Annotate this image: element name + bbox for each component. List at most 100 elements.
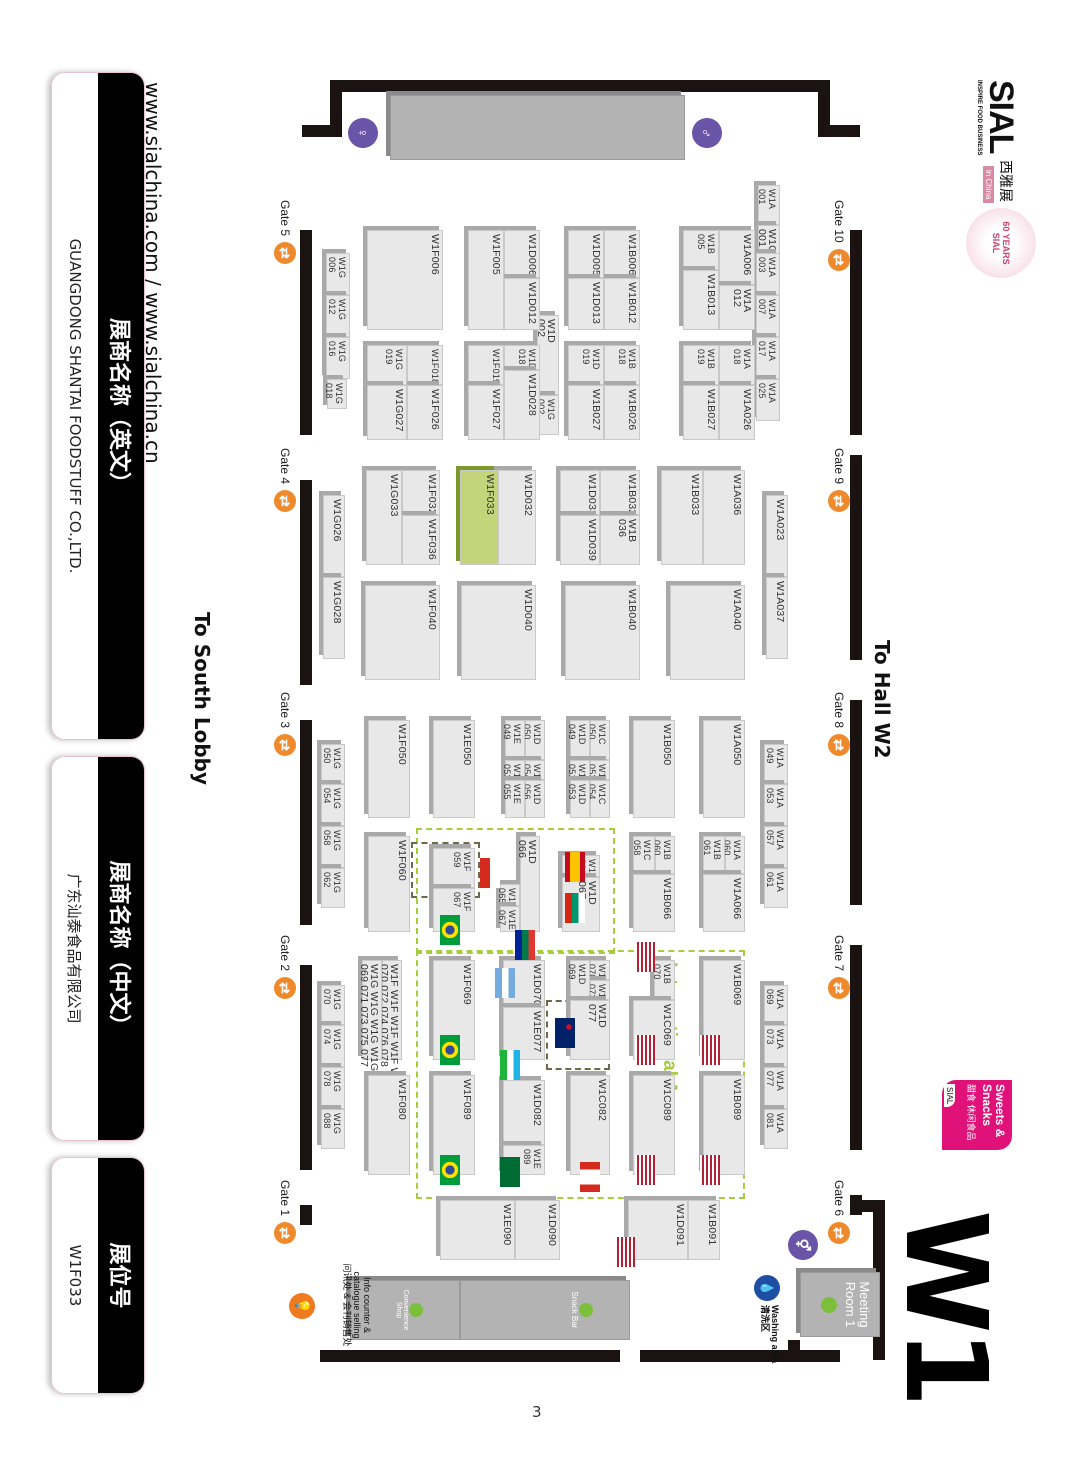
- booth[interactable]: W1E 053: [502, 760, 525, 784]
- booth[interactable]: W1D091: [628, 1200, 688, 1260]
- booth[interactable]: W1E 065: [497, 884, 520, 908]
- booth[interactable]: W1B 060: [652, 836, 675, 874]
- gate-gate-2[interactable]: Gate 2⇄: [274, 935, 296, 1000]
- booth[interactable]: W1A006: [719, 230, 755, 285]
- booth[interactable]: W1B026: [604, 385, 640, 440]
- booth[interactable]: W1F050: [368, 720, 410, 818]
- booth[interactable]: W1A 017: [756, 337, 780, 379]
- gate-gate-10[interactable]: Gate 10⇄: [828, 200, 850, 271]
- booth[interactable]: W1C 072: [587, 980, 610, 1005]
- gate-gate-6[interactable]: Gate 6⇄: [828, 1180, 850, 1245]
- booth[interactable]: W1D032: [498, 470, 536, 565]
- snack-bar[interactable]: Snack Bar: [460, 1280, 630, 1340]
- booth[interactable]: W1B027: [568, 385, 604, 440]
- booth[interactable]: W1F027: [468, 385, 504, 440]
- booth[interactable]: W1A 060: [722, 836, 745, 874]
- booth[interactable]: W1F019: [468, 345, 504, 385]
- booth[interactable]: W1B 036: [600, 515, 640, 565]
- booth[interactable]: W1G026: [323, 495, 345, 577]
- booth[interactable]: W1E 049: [502, 720, 525, 760]
- booth[interactable]: W1C 058: [632, 836, 655, 874]
- booth[interactable]: W1G 018: [324, 379, 347, 409]
- booth[interactable]: W1D 002: [535, 315, 559, 395]
- booth[interactable]: W1D005: [568, 230, 604, 278]
- booth[interactable]: W1A037: [766, 577, 788, 659]
- booth[interactable]: W1A 081: [764, 1109, 788, 1149]
- booth[interactable]: W1B027: [683, 385, 719, 440]
- booth[interactable]: W1F006: [367, 230, 443, 330]
- booth[interactable]: W1G 078: [321, 1067, 345, 1109]
- booth[interactable]: W1D 054: [522, 760, 545, 785]
- booth[interactable]: W1A 025: [756, 379, 780, 421]
- gate-gate-9[interactable]: Gate 9⇄: [828, 448, 850, 513]
- booth[interactable]: W1F018: [407, 345, 443, 385]
- booth[interactable]: W1D012: [504, 278, 540, 330]
- booth[interactable]: W1A 018: [719, 345, 755, 385]
- booth[interactable]: W1C 070: [587, 960, 610, 985]
- booth[interactable]: W1D 018: [504, 345, 540, 370]
- booth[interactable]: W1G 002: [536, 395, 559, 435]
- gate-gate-1[interactable]: Gate 1⇄: [274, 1180, 296, 1245]
- booth[interactable]: W1D 049: [567, 720, 590, 760]
- booth[interactable]: W1B033: [661, 470, 703, 565]
- booth[interactable]: W1C 052: [587, 760, 610, 785]
- booth[interactable]: W1D006: [504, 230, 540, 278]
- booth[interactable]: W1D028: [504, 370, 540, 440]
- booth[interactable]: W1A026: [719, 385, 755, 440]
- booth[interactable]: W1A 012: [719, 285, 755, 330]
- booth[interactable]: W1G 019: [367, 345, 407, 385]
- booth[interactable]: W1G028: [323, 577, 345, 659]
- booth[interactable]: W1D040: [461, 585, 536, 680]
- booth[interactable]: W1D013: [568, 278, 604, 330]
- booth[interactable]: W1C 054: [587, 780, 610, 818]
- booth[interactable]: W1A036: [703, 470, 745, 565]
- booth[interactable]: W1B050: [633, 720, 675, 818]
- booth[interactable]: W1F026: [407, 385, 443, 440]
- booth[interactable]: W1F W1F W1F W1F W1F 070 072 074 076 078: [378, 960, 402, 1090]
- booth[interactable]: W1G 050: [321, 744, 345, 784]
- booth[interactable]: W1B 070: [652, 960, 675, 1000]
- booth[interactable]: W1A 053: [764, 784, 788, 826]
- booth[interactable]: W1A040: [670, 585, 745, 680]
- booth-highlighted[interactable]: W1F033: [460, 470, 498, 565]
- gate-gate-3[interactable]: Gate 3⇄: [274, 692, 296, 757]
- booth[interactable]: W1G033: [366, 470, 402, 565]
- booth[interactable]: W1E 055: [502, 780, 525, 818]
- booth[interactable]: W1G 070: [321, 985, 345, 1025]
- booth[interactable]: W1B 005: [683, 230, 719, 270]
- booth[interactable]: W1E 067: [497, 906, 520, 932]
- booth[interactable]: W1E090: [440, 1200, 515, 1260]
- booth[interactable]: W1F036: [402, 515, 440, 565]
- booth[interactable]: W1G 016: [326, 337, 350, 379]
- booth[interactable]: W1A 069: [764, 985, 788, 1025]
- booth[interactable]: W1A 003: [756, 253, 780, 295]
- booth[interactable]: W1G 058: [321, 826, 345, 868]
- booth[interactable]: W1D 050: [522, 720, 545, 760]
- booth[interactable]: W1D 056: [522, 780, 545, 818]
- booth[interactable]: W1G 006: [326, 253, 350, 295]
- booth[interactable]: W1G 062: [321, 868, 345, 908]
- booth[interactable]: W1B032: [600, 470, 640, 515]
- booth[interactable]: W1D082: [503, 1080, 545, 1145]
- booth[interactable]: W1A 049: [764, 744, 788, 784]
- booth[interactable]: W1D033: [560, 470, 600, 516]
- booth[interactable]: W1F060: [368, 836, 410, 932]
- booth[interactable]: W1F005: [468, 230, 504, 330]
- booth[interactable]: W1D 069: [567, 960, 590, 1000]
- booth[interactable]: W1C 050: [587, 720, 610, 760]
- booth[interactable]: W1B066: [633, 874, 675, 932]
- booth[interactable]: W1F032: [402, 470, 440, 515]
- gate-gate-5[interactable]: Gate 5⇄: [274, 200, 296, 265]
- booth[interactable]: W1A 077: [764, 1067, 788, 1109]
- booth[interactable]: W1B091: [688, 1200, 720, 1260]
- booth[interactable]: W1A050: [703, 720, 745, 818]
- booth[interactable]: W1C082: [570, 1075, 610, 1175]
- booth[interactable]: W1A 073: [764, 1025, 788, 1067]
- booth[interactable]: W1E050: [433, 720, 475, 818]
- booth[interactable]: W1D 053: [567, 780, 590, 818]
- booth[interactable]: W1G 012: [326, 295, 350, 337]
- booth[interactable]: W1D 077: [570, 1000, 610, 1060]
- booth[interactable]: W1G027: [367, 385, 407, 440]
- booth[interactable]: W1A 007: [756, 295, 780, 337]
- meeting-room-1[interactable]: Meeting Room 1: [800, 1272, 880, 1337]
